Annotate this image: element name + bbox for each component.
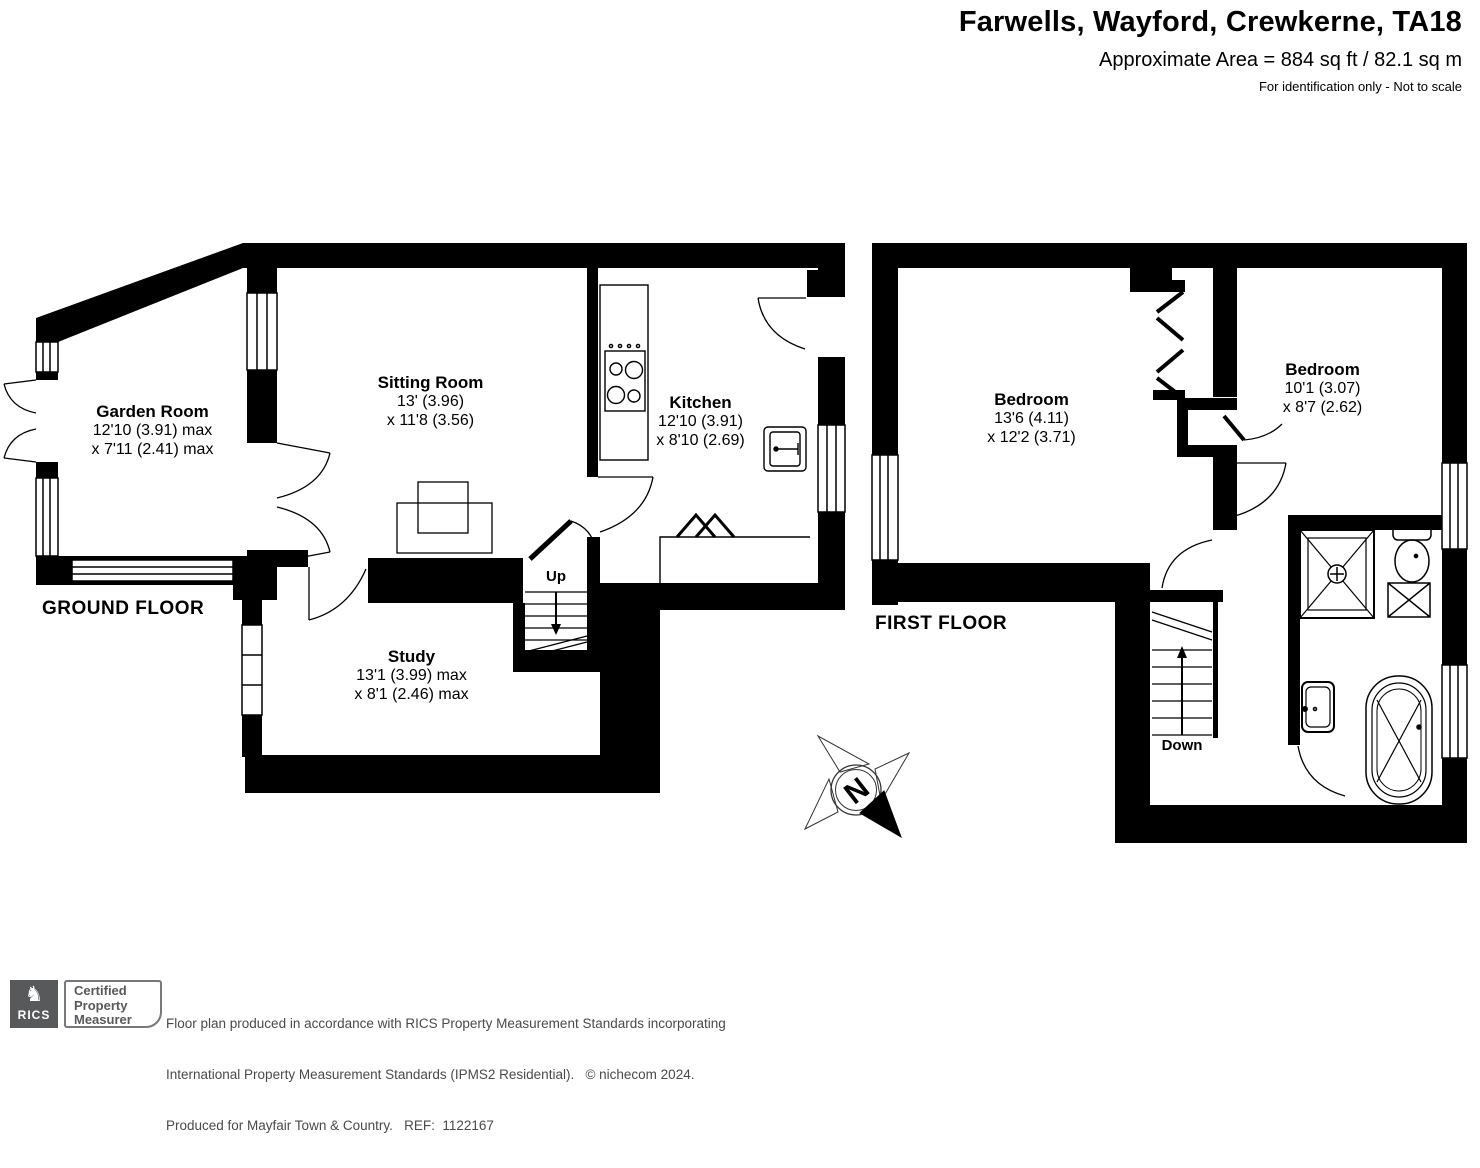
room-name: Bedroom xyxy=(1285,360,1360,379)
first-doors xyxy=(1161,414,1346,797)
room-dim: 12'10 (3.91) xyxy=(658,413,743,430)
door-landing xyxy=(1161,539,1213,589)
room-name: Kitchen xyxy=(669,393,732,412)
window xyxy=(1441,462,1468,550)
rics-logo: ♞ RICS xyxy=(10,980,58,1028)
badge-line: Certified xyxy=(74,983,127,998)
fireplace-icon xyxy=(396,481,493,554)
basin-icon xyxy=(1301,681,1335,733)
room-label-bedroom-2: Bedroom 10'1 (3.07) x 8'7 (2.62) xyxy=(1210,360,1435,417)
door-study xyxy=(308,567,367,621)
window xyxy=(871,454,899,561)
window xyxy=(71,559,234,582)
staircase-down xyxy=(1151,611,1213,736)
hob-icon xyxy=(604,343,646,412)
window xyxy=(817,424,846,513)
bathtub-icon xyxy=(1365,675,1433,805)
badge-line: Property xyxy=(74,997,128,1013)
window xyxy=(35,477,59,557)
room-dim: x 8'7 (2.62) xyxy=(1282,399,1363,416)
ground-floor-plan xyxy=(3,243,846,793)
room-dim: x 7'11 (2.41) max xyxy=(91,441,214,458)
footer-disclaimer-text: Floor plan produced in accordance with R… xyxy=(166,981,926,1168)
ground-windows xyxy=(35,292,846,716)
first-floor-plan xyxy=(871,243,1468,843)
shower-icon xyxy=(1299,529,1375,619)
first-floor-label: FIRST FLOOR xyxy=(875,613,1008,634)
window xyxy=(1441,664,1468,759)
rics-logo-text: RICS xyxy=(17,1008,51,1022)
first-walls xyxy=(872,243,1467,843)
room-name: Garden Room xyxy=(96,402,209,421)
room-name: Study xyxy=(387,647,436,666)
door-bedroom2 xyxy=(1233,462,1287,517)
badge-line: Measurer xyxy=(74,1012,132,1027)
toilet-icon xyxy=(1392,516,1432,583)
ground-walls xyxy=(36,243,845,793)
first-windows xyxy=(871,454,1468,759)
floorplan-page: { "header": { "title": "Farwells, Wayfor… xyxy=(0,6,1480,1133)
page-title: Farwells, Wayford, Crewkerne, TA18 xyxy=(958,6,1462,38)
header: Farwells, Wayford, Crewkerne, TA18 Appro… xyxy=(959,6,1462,94)
french-doors-exterior xyxy=(3,379,37,463)
floorplan-drawing: N xyxy=(3,243,1468,843)
ground-doors xyxy=(3,297,806,621)
room-dim: 13' (3.96) xyxy=(396,393,465,410)
room-dim: 12'10 (3.91) max xyxy=(92,422,213,439)
door-kitchen-inner xyxy=(598,476,654,533)
window xyxy=(246,292,278,371)
room-label-study: Study 13'1 (3.99) max x 8'1 (2.46) max xyxy=(299,647,524,704)
room-dim: 10'1 (3.07) xyxy=(1284,380,1361,397)
scale-disclaimer: For identification only - Not to scale xyxy=(1258,79,1462,94)
room-dim: x 11'8 (3.56) xyxy=(386,412,475,429)
stair-direction-arrow xyxy=(1177,646,1187,658)
appliance-icon xyxy=(675,512,736,538)
door-kitchen-exterior xyxy=(757,297,806,350)
cabinet-icon xyxy=(1387,582,1431,618)
window xyxy=(35,341,59,373)
room-label-sitting-room: Sitting Room 13' (3.96) x 11'8 (3.56) xyxy=(318,373,543,430)
kitchen-fittings xyxy=(599,284,810,583)
room-dim: 13'6 (4.11) xyxy=(994,410,1069,427)
compass-icon: N xyxy=(803,734,911,839)
kitchen-worktop xyxy=(659,536,810,583)
stairs-up-label: Up xyxy=(546,568,566,585)
room-name: Bedroom xyxy=(994,390,1069,409)
footer-line: Floor plan produced in accordance with R… xyxy=(166,1016,726,1031)
french-doors-interior xyxy=(276,442,331,563)
bathroom-fixtures xyxy=(1299,516,1433,805)
staircase-up xyxy=(524,591,588,659)
room-name: Sitting Room xyxy=(377,373,484,392)
window xyxy=(241,624,263,716)
bifold-doors xyxy=(1155,290,1185,400)
rics-lion-icon: ♞ xyxy=(24,983,44,1006)
certified-property-measurer-badge: Certified Property Measurer xyxy=(64,980,162,1028)
footer-line: International Property Measurement Stand… xyxy=(166,1067,695,1082)
room-dim: 13'1 (3.99) max xyxy=(356,667,467,684)
room-label-garden-room: Garden Room 12'10 (3.91) max x 7'11 (2.4… xyxy=(40,402,265,459)
door-stairs xyxy=(528,519,597,561)
room-label-bedroom-1: Bedroom 13'6 (4.11) x 12'2 (3.71) xyxy=(919,390,1144,447)
door-bathroom xyxy=(1297,745,1346,797)
room-label-kitchen: Kitchen 12'10 (3.91) x 8'10 (2.69) xyxy=(588,393,813,450)
room-dim: x 8'10 (2.69) xyxy=(656,432,745,449)
area-summary: Approximate Area = 884 sq ft / 82.1 sq m xyxy=(1099,49,1462,71)
compass-needle xyxy=(859,790,902,839)
kitchen-counter xyxy=(599,284,649,461)
ground-floor-label: GROUND FLOOR xyxy=(42,598,205,619)
room-dim: x 12'2 (3.71) xyxy=(987,429,1076,446)
room-dim: x 8'1 (2.46) max xyxy=(354,686,469,703)
stair-direction-arrow xyxy=(551,624,561,635)
stairs-down-label: Down xyxy=(1161,737,1203,754)
footer-line: Produced for Mayfair Town & Country. REF… xyxy=(166,1118,494,1133)
door-closet xyxy=(1222,414,1283,442)
sink-icon xyxy=(763,426,807,472)
footer: ♞ RICS Certified Property Measurer Floor… xyxy=(0,980,1480,1133)
